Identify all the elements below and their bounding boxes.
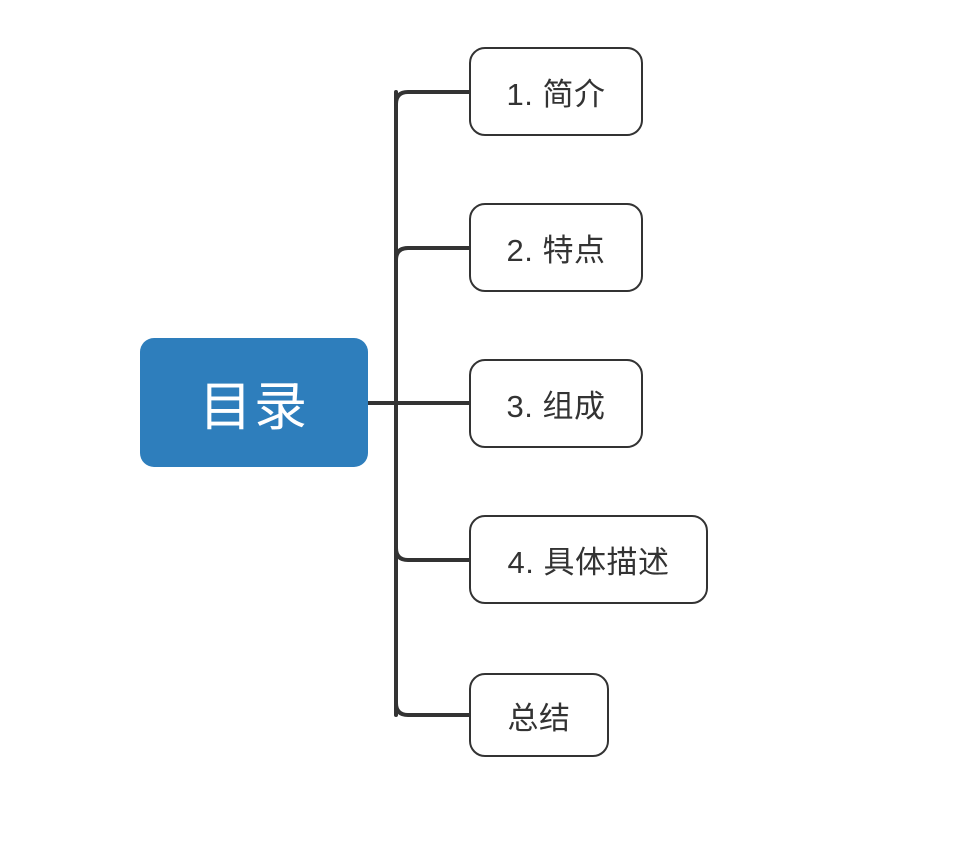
branch-node-summary[interactable]: 总结	[469, 673, 609, 757]
root-node-label: 目录	[199, 377, 309, 437]
connector-branch-1	[394, 90, 471, 106]
branch-node-introduction[interactable]: 1. 简介	[469, 47, 643, 136]
branch-node-label: 2. 特点	[506, 233, 606, 268]
branch-node-composition[interactable]: 3. 组成	[469, 359, 643, 448]
branch-node-label: 4. 具体描述	[507, 545, 670, 580]
connector-branch-5	[394, 701, 471, 717]
branch-node-detailed-description[interactable]: 4. 具体描述	[469, 515, 708, 604]
branch-node-label: 3. 组成	[506, 389, 606, 424]
branch-node-label: 1. 简介	[506, 77, 606, 112]
branch-node-label: 总结	[507, 700, 571, 736]
branch-node-features[interactable]: 2. 特点	[469, 203, 643, 292]
connector-branch-4	[394, 546, 471, 562]
root-node-contents[interactable]: 目录	[140, 338, 368, 467]
connector-branch-2	[394, 246, 471, 262]
